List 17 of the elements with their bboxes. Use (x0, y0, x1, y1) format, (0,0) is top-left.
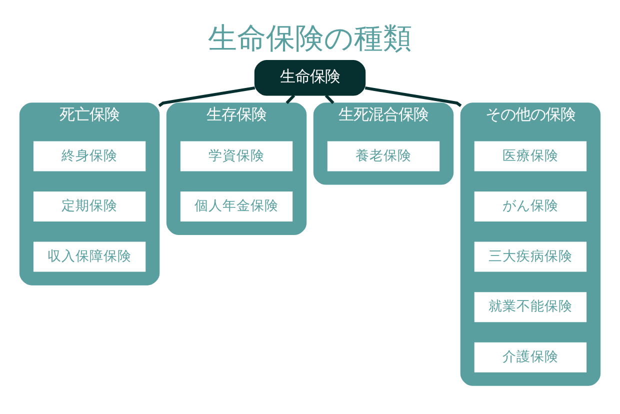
node-box: 生命保険 (254, 60, 366, 96)
diagram-title: 生命保険の種類 (208, 20, 412, 55)
node-box: がん保険 (474, 192, 587, 222)
node-box: 介護保険 (474, 342, 587, 372)
node-box: 養老保険 (327, 141, 440, 172)
node-box: 就業不能保険 (474, 292, 587, 322)
node-box: 定期保険 (33, 192, 146, 222)
node-box: 個人年金保険 (180, 192, 293, 222)
connector (286, 94, 296, 104)
node-box: 医療保険 (474, 141, 587, 172)
connector (364, 86, 462, 107)
node-box: 収入保障保険 (33, 242, 146, 272)
connector (158, 86, 256, 107)
node-box: 三大疾病保険 (474, 242, 587, 272)
node-box: 学資保険 (180, 141, 293, 172)
connector (324, 94, 334, 104)
node-box: 終身保険 (33, 141, 146, 172)
